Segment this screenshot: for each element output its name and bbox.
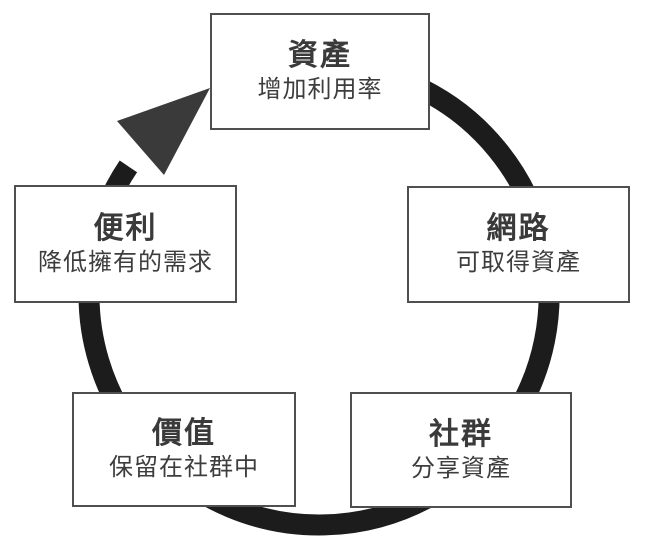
- node-box-assets: 資產 增加利用率: [210, 13, 430, 130]
- node-box-community: 社群 分享資產: [350, 392, 572, 508]
- node-subtitle: 降低擁有的需求: [38, 248, 213, 276]
- node-subtitle: 可取得資產: [456, 249, 581, 276]
- node-box-convenience: 便利 降低擁有的需求: [14, 185, 237, 303]
- node-subtitle: 保留在社群中: [109, 454, 259, 481]
- node-subtitle: 分享資產: [411, 454, 511, 482]
- node-box-value: 價值 保留在社群中: [72, 392, 296, 507]
- node-heading: 便利: [93, 211, 158, 245]
- arrow-head-icon: [117, 88, 210, 175]
- node-heading: 網路: [486, 212, 551, 245]
- node-heading: 價值: [152, 417, 216, 450]
- node-box-network: 網路 可取得資產: [407, 186, 630, 303]
- node-heading: 社群: [429, 417, 493, 451]
- node-subtitle: 增加利用率: [257, 76, 383, 103]
- node-heading: 資產: [288, 39, 352, 72]
